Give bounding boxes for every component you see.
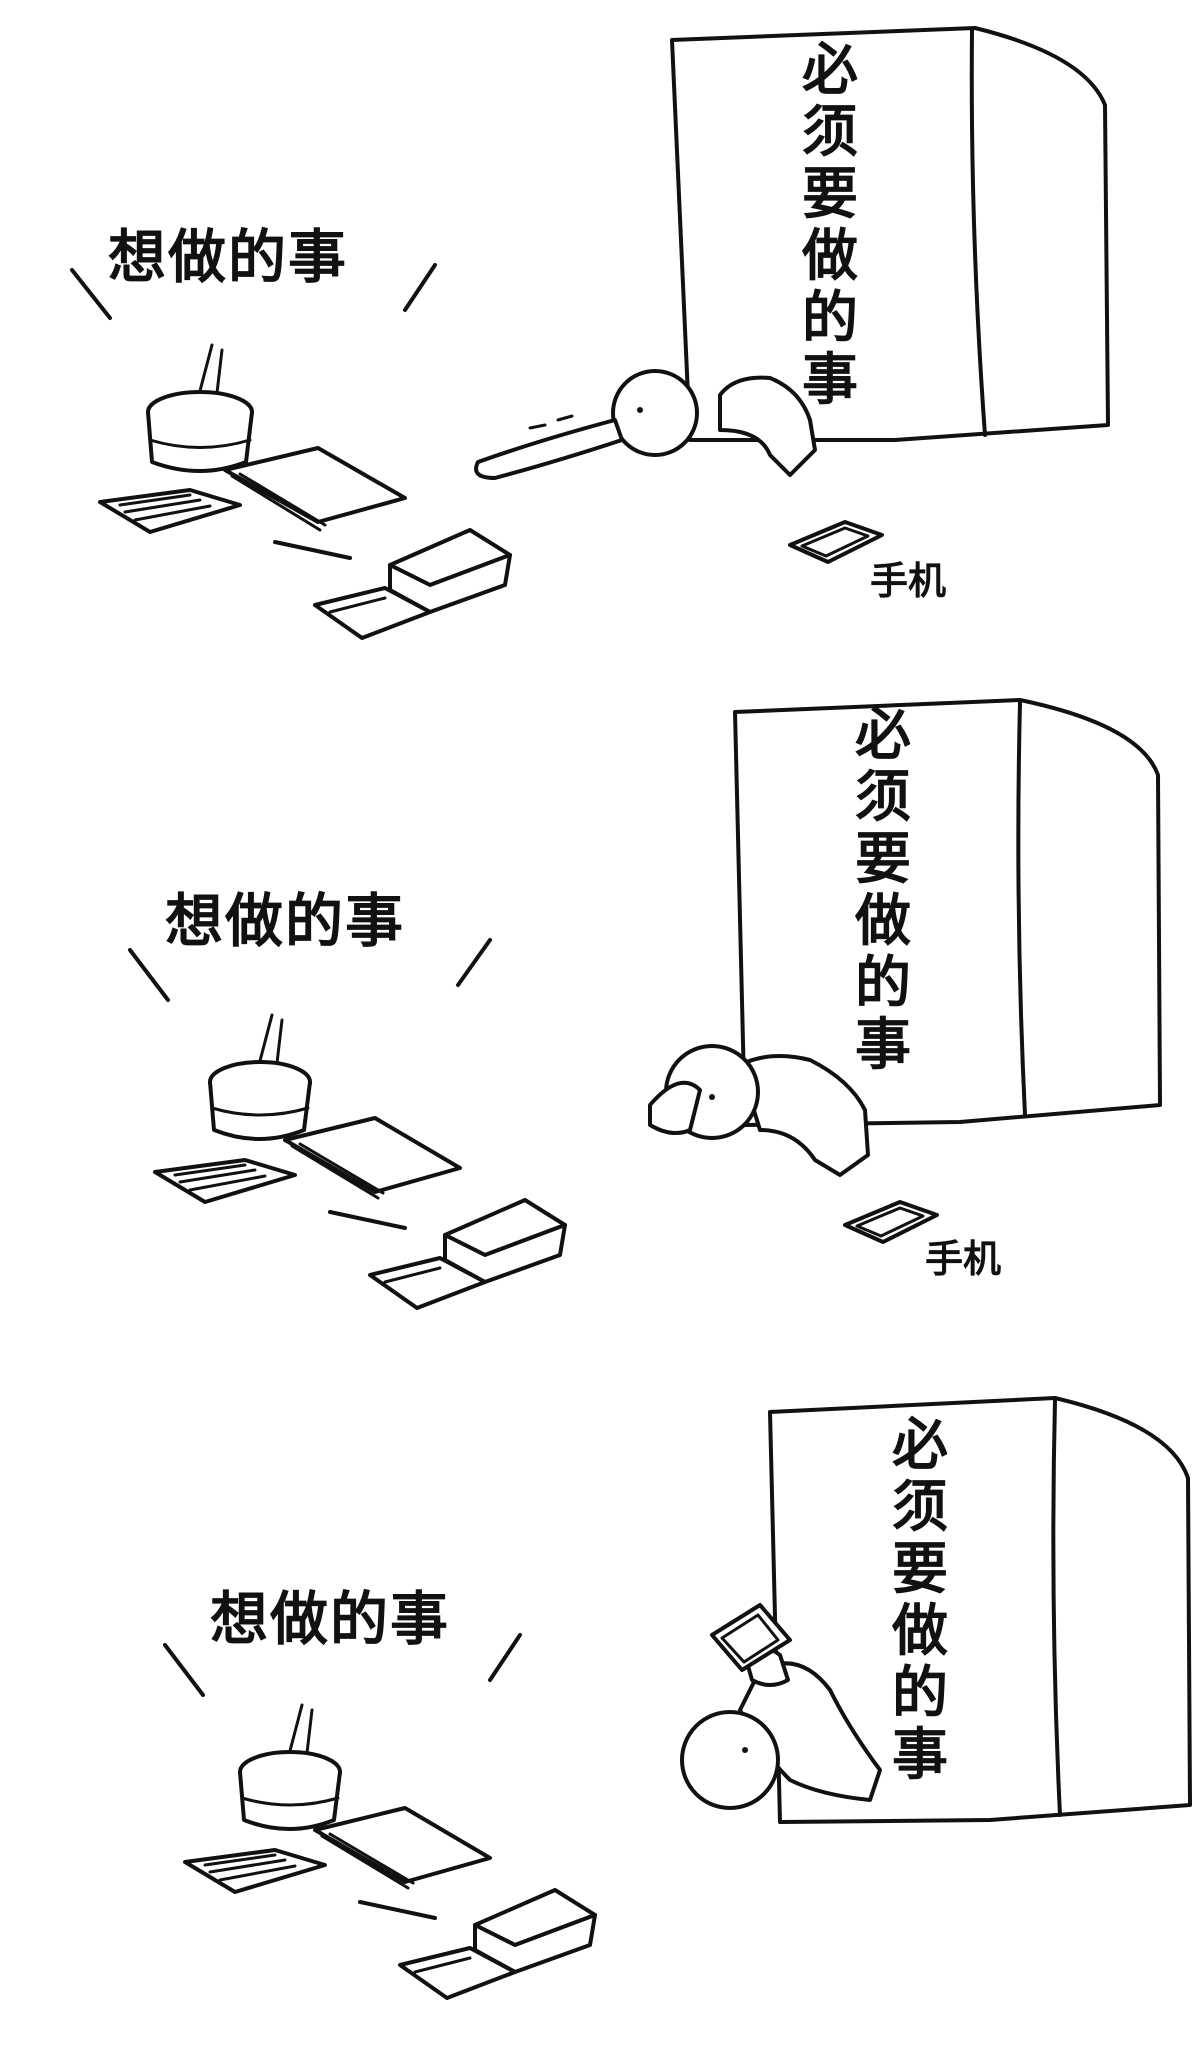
panel-1-drawing (70, 26, 1110, 640)
sketchbook-icon (283, 1116, 462, 1200)
want-to-do-label: 想做的事 (165, 887, 406, 955)
phone-icon (710, 1603, 792, 1672)
notebook-icon (398, 1946, 517, 2000)
paint-bucket-icon (146, 343, 254, 473)
panel-2-drawing (128, 698, 1162, 1310)
must-do-label: 必须要做的事 (892, 1413, 948, 1788)
book-stack-icon (443, 1198, 567, 1284)
comic-panel-1: 想做的事 必须要做的事 手机 (0, 0, 1204, 660)
emphasis-stroke-right (456, 938, 492, 987)
palette-tray-icon (153, 1158, 297, 1204)
must-do-box (733, 698, 1162, 1127)
character-crawling (648, 1044, 870, 1177)
want-to-do-label: 想做的事 (210, 1585, 451, 1653)
palette-tray-icon (98, 488, 242, 534)
pencil-icon (273, 540, 352, 560)
want-to-do-label: 想做的事 (108, 223, 349, 291)
phone-icon (843, 1200, 939, 1244)
comic-panel-3: 想做的事 必须要做的事 (0, 1350, 1204, 2048)
phone-icon (788, 520, 884, 564)
sketchbook-icon (223, 446, 407, 532)
must-do-box (768, 1396, 1192, 1824)
paint-bucket-icon (208, 1013, 312, 1141)
emphasis-stroke-left (163, 1643, 205, 1697)
notebook-icon (313, 586, 432, 640)
emphasis-stroke-left (128, 948, 170, 1002)
phone-label: 手机 (870, 559, 947, 603)
must-do-label: 必须要做的事 (855, 703, 911, 1078)
must-do-box (670, 26, 1110, 442)
must-do-label: 必须要做的事 (802, 38, 858, 413)
phone-label: 手机 (925, 1237, 1002, 1281)
emphasis-stroke-right (403, 263, 437, 312)
emphasis-stroke-left (70, 268, 112, 320)
emphasis-stroke-right (488, 1633, 522, 1682)
sketchbook-icon (313, 1806, 492, 1890)
pencil-icon (358, 1900, 437, 1920)
paint-bucket-icon (238, 1703, 342, 1831)
character-using-phone (680, 1645, 882, 1810)
palette-tray-icon (183, 1848, 327, 1894)
notebook-icon (368, 1256, 487, 1310)
character-reaching (474, 369, 817, 480)
comic-panel-2: 想做的事 必须要做的事 手机 (0, 660, 1204, 1350)
pencil-icon (328, 1210, 407, 1230)
panel-3-drawing (163, 1396, 1192, 2000)
